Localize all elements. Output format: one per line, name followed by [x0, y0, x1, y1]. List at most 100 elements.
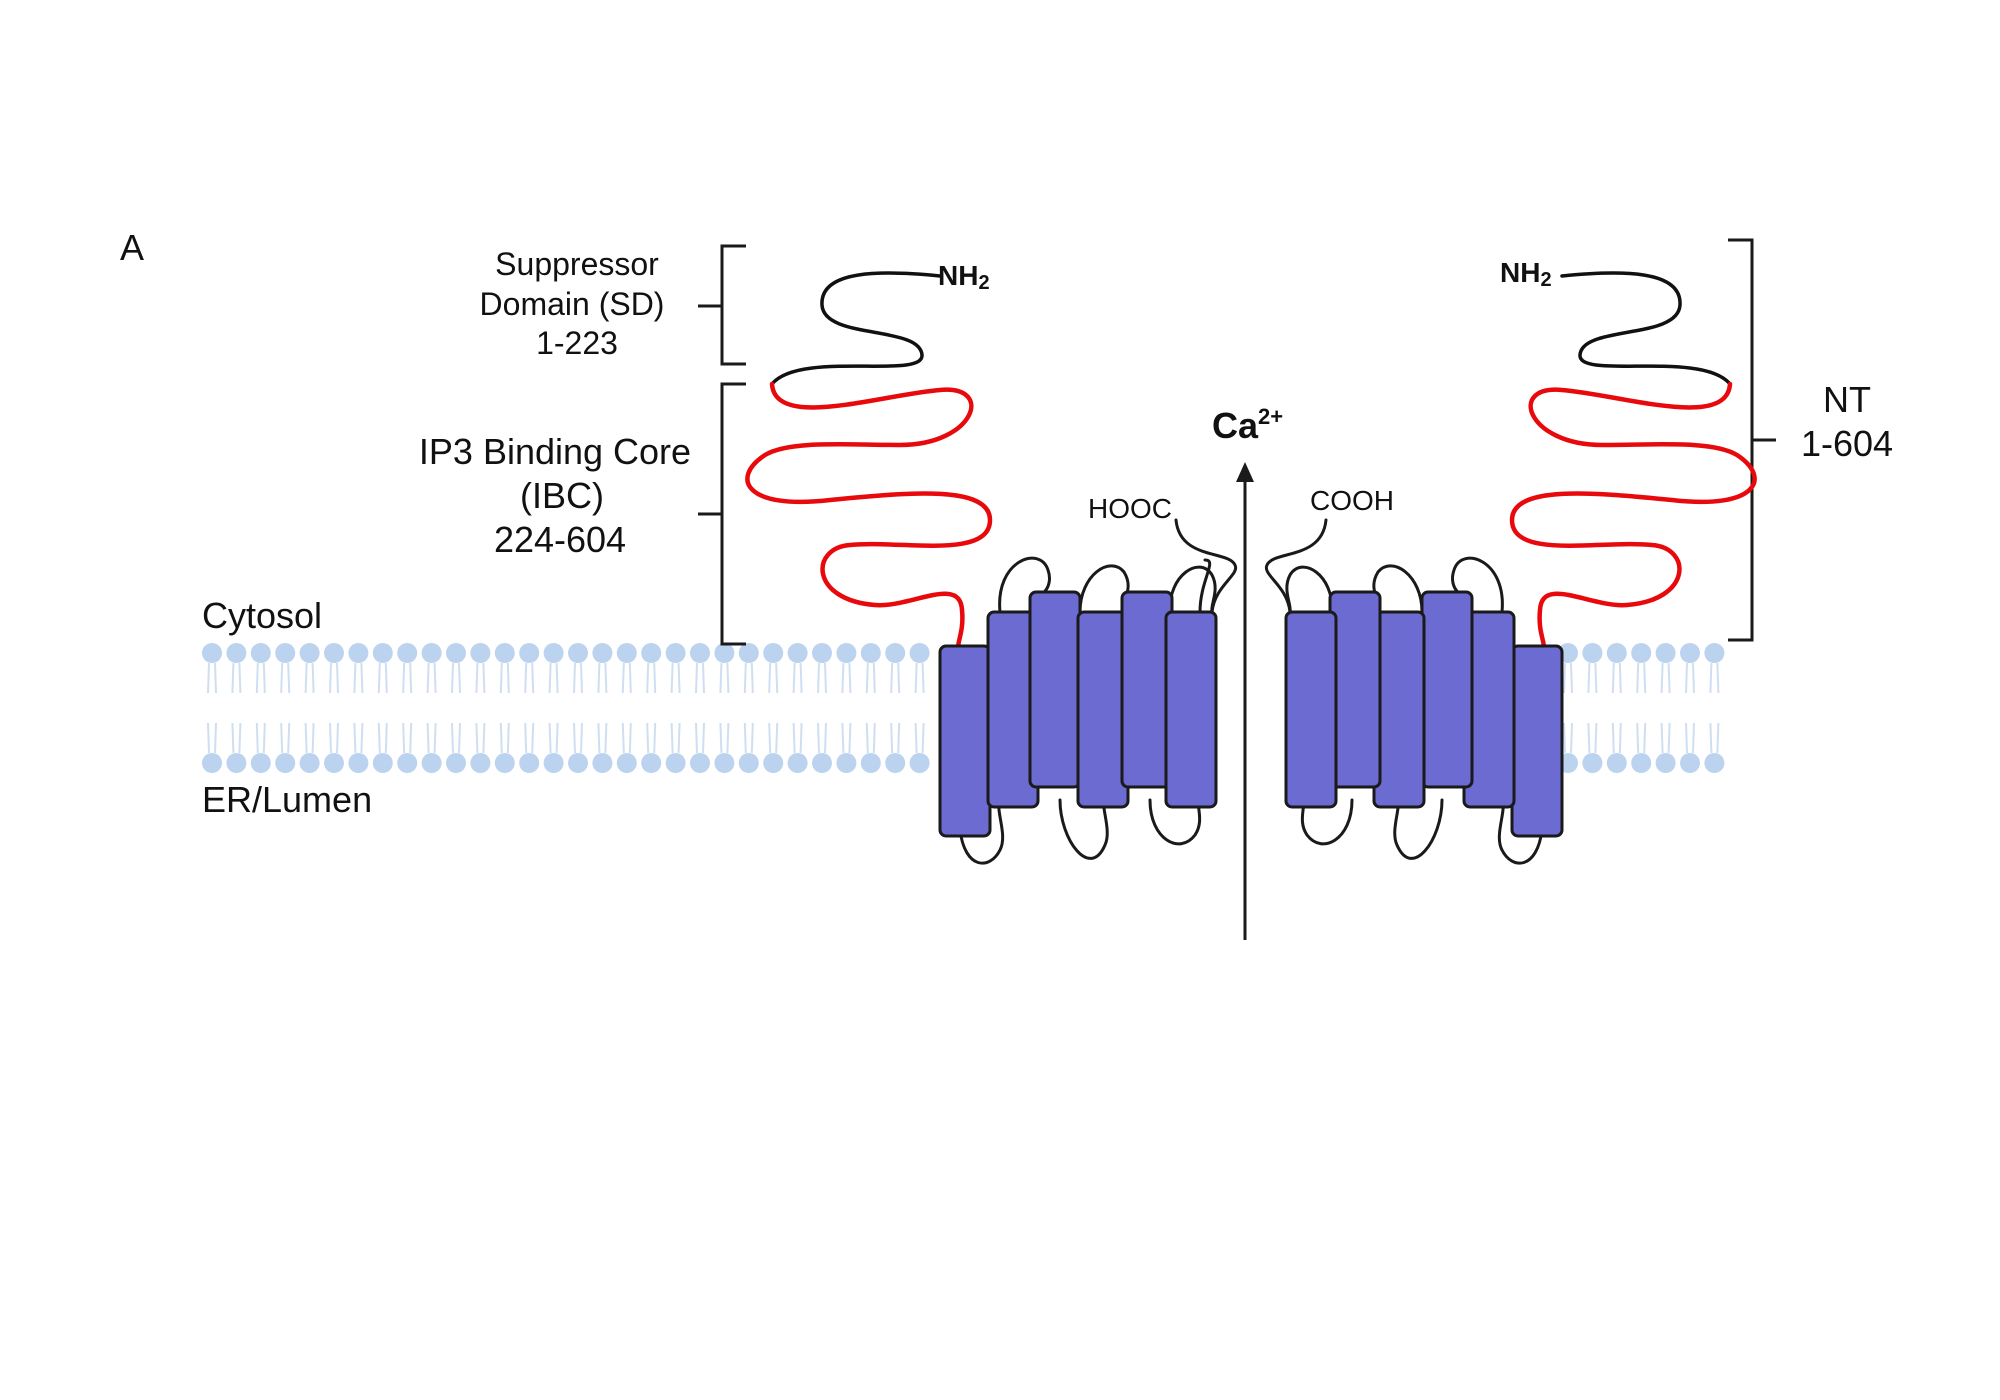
lipid-head — [1704, 753, 1725, 773]
lipid-head — [860, 753, 881, 773]
nt-label-line1: NT — [1823, 379, 1871, 420]
sd-bracket — [698, 244, 746, 366]
ibc-bracket — [698, 382, 746, 646]
lipid-head — [421, 643, 442, 663]
right-cterm-label: COOH — [1310, 485, 1394, 516]
left-c-tail-a — [1198, 558, 1212, 614]
right-loop-l2 — [1393, 798, 1444, 860]
lipid-head — [1606, 753, 1627, 773]
lipid-head — [397, 753, 418, 773]
cytosol-label: Cytosol — [202, 595, 322, 636]
right-nh2-label: NH2 — [1500, 257, 1552, 291]
lipid-head — [226, 753, 247, 773]
ibc-label-line2: (IBC) — [520, 475, 604, 516]
left-helix-1 — [938, 644, 992, 838]
lipid-head — [812, 643, 832, 663]
lipid-head — [860, 643, 881, 663]
sd-label-line2: Domain (SD) — [480, 286, 665, 322]
lipid-head — [519, 753, 540, 773]
nt-bracket — [1728, 238, 1776, 642]
lipid-head — [690, 643, 710, 663]
lipid-head — [836, 643, 857, 663]
lipid-head — [226, 643, 247, 663]
calcium-ion-label: Ca2+ — [1212, 404, 1283, 446]
lipid-head — [787, 643, 808, 663]
lipid-head — [592, 753, 613, 773]
lipid-head — [592, 643, 613, 663]
left-helix-6 — [1164, 610, 1218, 809]
lipid-head — [348, 753, 369, 773]
lipid-head — [763, 643, 784, 663]
lipid-head — [836, 753, 857, 773]
lipid-head — [1582, 643, 1603, 663]
ibc-label-range: 224-604 — [494, 519, 626, 560]
lipid-head — [446, 643, 466, 663]
lipid-head — [665, 753, 686, 773]
lipid-head — [1704, 643, 1725, 663]
lipid-head — [543, 753, 564, 773]
right-helix-3 — [1420, 590, 1474, 789]
lipid-head — [665, 643, 686, 663]
lipid-head — [885, 643, 906, 663]
lipid-head — [568, 643, 588, 663]
lipid-head — [714, 643, 735, 663]
lipid-head — [1655, 753, 1676, 773]
left-loop-l1 — [958, 798, 1005, 865]
lipid-head — [250, 643, 271, 663]
left-c-tail — [1174, 518, 1238, 614]
left-nh2-label: NH2 — [938, 260, 990, 294]
lipid-head — [275, 753, 296, 773]
lipid-head — [1655, 643, 1676, 663]
lipid-head — [372, 643, 393, 663]
right-c-tail — [1264, 518, 1328, 614]
lipid-head — [446, 753, 466, 773]
ibc-label: IP3 Binding Core (IBC) 224-604 — [419, 431, 691, 560]
lipid-head — [397, 643, 418, 663]
lipid-bilayer — [202, 643, 1725, 773]
ibc-label-line1: IP3 Binding Core — [419, 431, 691, 472]
right-helix-1 — [1510, 644, 1564, 838]
lipid-head — [494, 643, 515, 663]
left-ibc-loop — [745, 381, 993, 651]
lipid-head — [885, 753, 906, 773]
lipid-head — [519, 643, 540, 663]
lipid-head — [348, 643, 369, 663]
lipid-head — [690, 753, 710, 773]
lipid-head — [641, 643, 662, 663]
lipid-head — [738, 753, 759, 773]
right-loop-l1 — [1497, 798, 1544, 865]
right-helix-6 — [1284, 610, 1338, 809]
suppressor-domain-label: Suppressor Domain (SD) 1-223 — [480, 246, 665, 361]
nt-label-range: 1-604 — [1801, 423, 1893, 464]
lipid-head — [202, 643, 222, 663]
lipid-head — [324, 643, 344, 663]
lipid-head — [1680, 643, 1700, 663]
lipid-head — [543, 643, 564, 663]
lipid-head — [324, 753, 344, 773]
lipid-head — [1680, 753, 1700, 773]
lipid-head — [275, 643, 296, 663]
lipid-head — [470, 643, 491, 663]
lipid-head — [299, 753, 320, 773]
left-cterm-label: HOOC — [1088, 493, 1172, 524]
lipid-head — [1631, 643, 1652, 663]
lipid-head — [372, 753, 393, 773]
sd-label-line1: Suppressor — [495, 246, 659, 282]
right-ibc-loop — [1509, 381, 1757, 651]
lumen-label: ER/Lumen — [202, 779, 372, 820]
calcium-flux-arrow — [1236, 462, 1254, 940]
lipid-head — [616, 753, 637, 773]
nt-label: NT 1-604 — [1801, 379, 1893, 464]
lipid-head — [763, 753, 784, 773]
left-sd-loop — [770, 271, 942, 386]
lipid-head — [421, 753, 442, 773]
lipid-head — [568, 753, 588, 773]
lipid-head — [812, 753, 832, 773]
lipid-head — [909, 753, 930, 773]
left-subunit: NH2 HOOC — [745, 260, 1238, 865]
right-subunit — [1264, 271, 1757, 865]
panel-label: A — [120, 227, 144, 268]
lipid-head — [616, 643, 637, 663]
lipid-head — [909, 643, 930, 663]
lipid-head — [299, 643, 320, 663]
